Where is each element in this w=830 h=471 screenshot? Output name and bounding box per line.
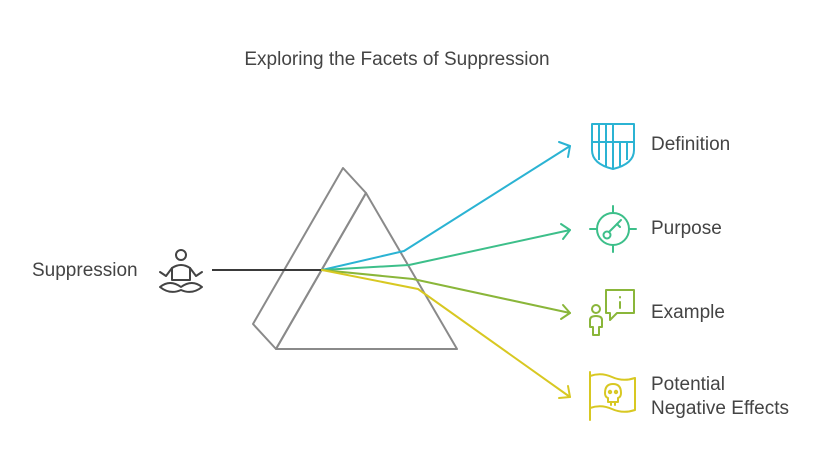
target-key-icon	[589, 205, 637, 253]
meditating-person-icon	[159, 249, 203, 293]
skull-flag-icon	[589, 371, 636, 421]
beam-purpose	[321, 229, 571, 271]
output-label-negative-effects-line2: Negative Effects	[651, 398, 790, 419]
beam-example-arrowhead	[560, 304, 571, 320]
output-label-negative-effects-line1: Potential	[651, 374, 725, 395]
output-beams	[321, 141, 571, 399]
output-label-definition: Definition	[651, 134, 731, 155]
diagram-title: Exploring the Facets of Suppression	[244, 49, 550, 70]
prism-side-face	[252, 167, 367, 350]
beam-negative-effects	[321, 269, 571, 398]
output-label-example: Example	[651, 302, 725, 323]
beam-negative-effects-arrowhead	[558, 385, 571, 399]
beam-definition-arrowhead	[558, 141, 571, 158]
source-label: Suppression	[32, 260, 138, 281]
beam-example	[321, 269, 571, 314]
output-label-purpose: Purpose	[651, 218, 722, 239]
beam-definition	[321, 145, 571, 271]
beam-purpose-arrowhead	[560, 223, 571, 240]
output-label-negative-effects: Potential Negative Effects	[651, 373, 789, 421]
prism	[252, 167, 458, 350]
shield-icon	[591, 123, 635, 170]
person-info-icon	[589, 289, 635, 336]
